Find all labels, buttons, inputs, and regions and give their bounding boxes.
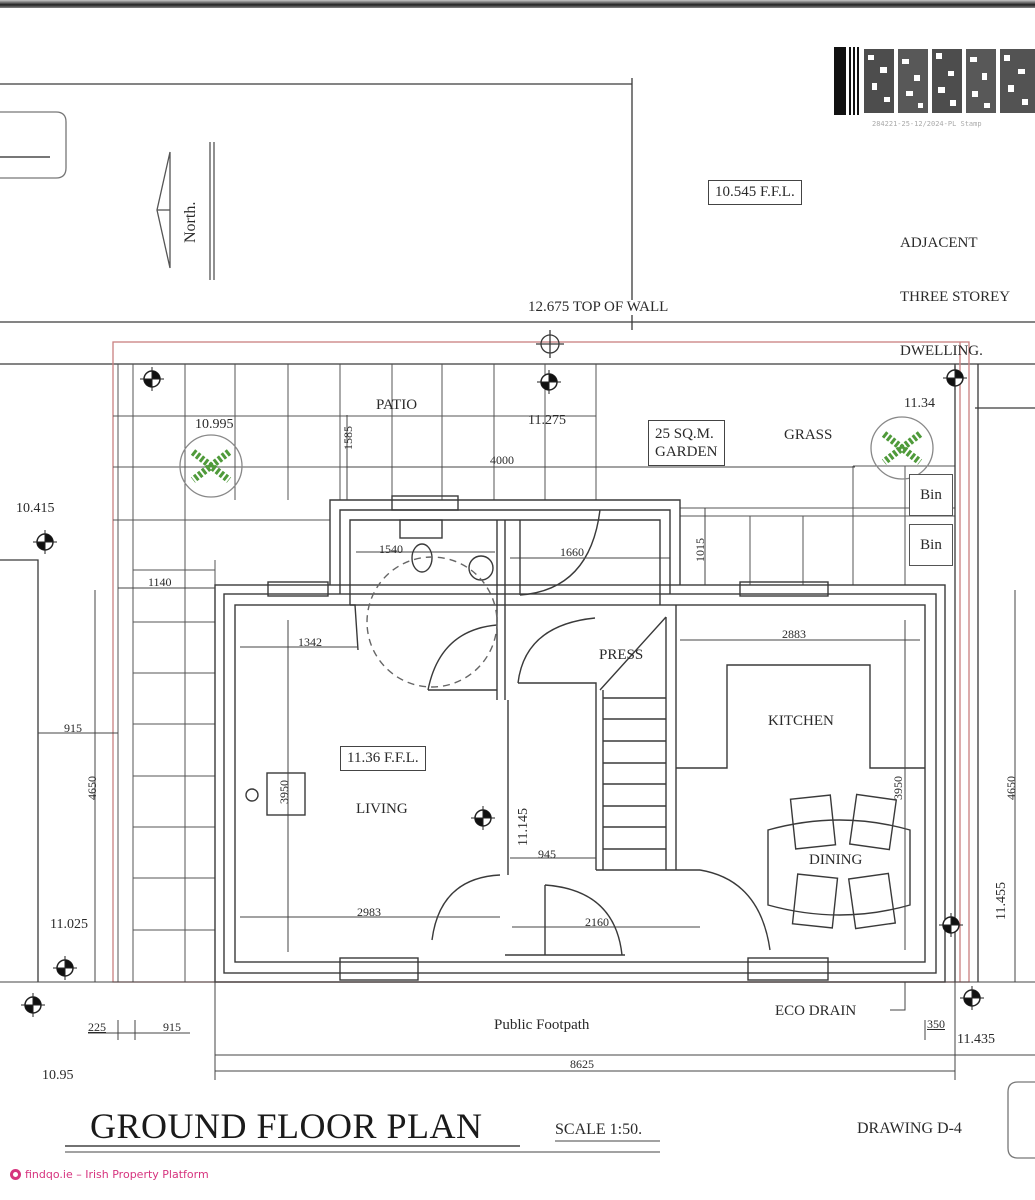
dim-8625: 8625 (570, 1057, 594, 1071)
dim-225: 225 (88, 1020, 106, 1034)
level-11145: 11.145 (516, 808, 531, 846)
watermark-text: findqo.ie – Irish Property Platform (25, 1168, 209, 1181)
top-of-wall-level: 12.675 TOP OF WALL (528, 299, 669, 315)
level-markers (21, 366, 984, 1017)
drawing-title: GROUND FLOOR PLAN (90, 1106, 483, 1146)
bin-1: Bin (909, 474, 953, 516)
barcode-caption: 284221-25-12/2024-PL Stamp (872, 120, 982, 128)
tree-symbols (179, 416, 934, 498)
level-11455: 11.455 (994, 882, 1009, 920)
grass-label: GRASS (784, 427, 833, 443)
dim-1660: 1660 (560, 545, 584, 559)
level-1095: 10.95 (42, 1068, 74, 1083)
room-living: LIVING (356, 801, 408, 817)
north-label: North. (182, 201, 199, 243)
findqo-logo-icon (10, 1169, 21, 1180)
adjacent-dwelling-note: ADJACENT THREE STOREY DWELLING. (900, 198, 1010, 378)
dim-915-bottom: 915 (163, 1020, 181, 1034)
dim-2160: 2160 (585, 915, 609, 929)
dim-3950-kitchen: 3950 (891, 776, 905, 800)
dim-1342: 1342 (298, 635, 322, 649)
patio-label: PATIO (376, 397, 418, 413)
adjacent-ffl-box: 10.545 F.F.L. (708, 180, 802, 205)
dim-350: 350 (927, 1017, 945, 1031)
living-ffl-box: 11.36 F.F.L. (340, 746, 426, 771)
barcode-stamp (834, 47, 1035, 115)
dim-4000: 4000 (490, 453, 514, 467)
bin-2: Bin (909, 524, 953, 566)
dim-4650-left: 4650 (85, 776, 99, 800)
level-11275: 11.275 (528, 413, 566, 428)
dim-2883: 2883 (782, 627, 806, 641)
scan-top-edge (0, 0, 1035, 8)
adjacent-line-2: THREE STOREY (900, 289, 1011, 305)
dim-4650-right: 4650 (1004, 776, 1018, 800)
watermark-footer[interactable]: findqo.ie – Irish Property Platform (10, 1168, 209, 1181)
garden-line-1: 25 SQ.M. (655, 426, 714, 442)
level-10415: 10.415 (16, 501, 55, 516)
level-10995: 10.995 (195, 417, 234, 432)
public-footpath-label: Public Footpath (494, 1017, 590, 1033)
level-1134: 11.34 (904, 396, 935, 411)
dim-1140: 1140 (148, 575, 172, 589)
dim-2983: 2983 (357, 905, 381, 919)
dim-3950-living: 3950 (277, 780, 291, 804)
room-dining: DINING (809, 852, 863, 868)
dim-915-left: 915 (64, 721, 82, 735)
drawing-scale: SCALE 1:50. (555, 1121, 643, 1138)
garden-line-2: GARDEN (655, 444, 718, 460)
drawing-number: DRAWING D-4 (857, 1120, 962, 1137)
eco-drain-label: ECO DRAIN (775, 1003, 857, 1019)
room-press: PRESS (599, 647, 644, 663)
level-11435: 11.435 (957, 1032, 995, 1047)
garden-area-box: 25 SQ.M. GARDEN (648, 420, 725, 466)
room-kitchen: KITCHEN (768, 713, 834, 729)
dim-945: 945 (538, 847, 556, 861)
dim-1585: 1585 (341, 426, 355, 450)
adjacent-line-3: DWELLING. (900, 343, 983, 359)
dim-1540: 1540 (379, 542, 403, 556)
level-11025: 11.025 (50, 917, 88, 932)
adjacent-line-1: ADJACENT (900, 235, 978, 251)
dim-1015: 1015 (693, 538, 707, 562)
